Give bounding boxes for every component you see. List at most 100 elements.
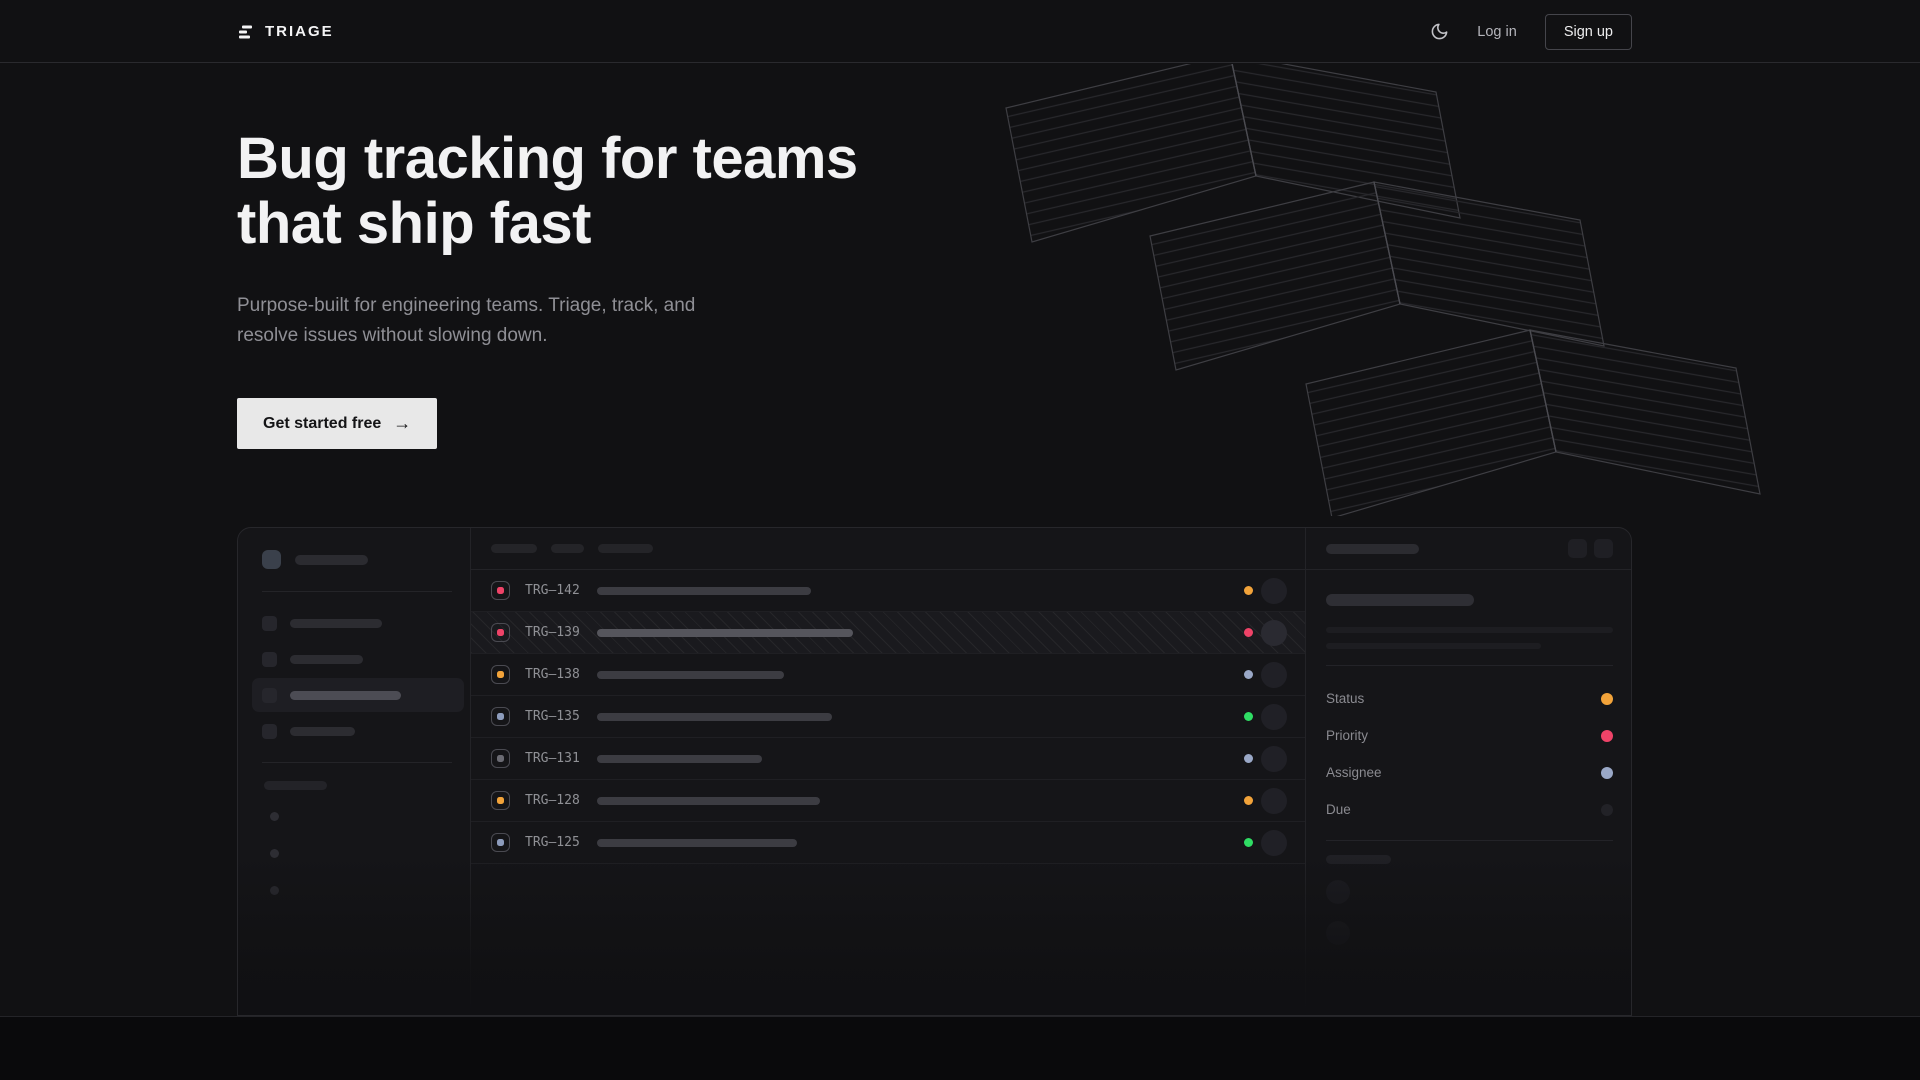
issue-type-dot bbox=[497, 629, 504, 636]
detail-divider bbox=[1326, 840, 1613, 841]
cta-button[interactable]: Get started free → bbox=[237, 398, 438, 449]
issue-row: TRG–139 bbox=[471, 612, 1305, 654]
detail-field-row: Due bbox=[1326, 791, 1613, 828]
sidebar-item-skeleton bbox=[252, 714, 464, 748]
assignee-avatar-skeleton bbox=[1261, 787, 1287, 814]
sidebar-nav-list bbox=[252, 606, 464, 748]
issue-title-skeleton bbox=[597, 628, 853, 637]
top-nav-inner: TRIAGE Log in Sign up bbox=[237, 0, 1632, 63]
nav-right: Log in Sign up bbox=[1430, 13, 1632, 50]
issue-type-icon bbox=[491, 665, 510, 684]
arrow-right-icon: → bbox=[393, 413, 412, 433]
status-dot bbox=[1244, 838, 1253, 847]
moon-icon bbox=[1431, 23, 1448, 40]
login-link[interactable]: Log in bbox=[1477, 23, 1517, 40]
issue-type-dot bbox=[497, 797, 504, 804]
sidebar-item-label-skeleton bbox=[290, 690, 401, 700]
issue-row: TRG–138 bbox=[471, 654, 1305, 696]
theme-toggle-button[interactable] bbox=[1430, 22, 1449, 41]
detail-field-list: Status Priority Assignee Due bbox=[1326, 680, 1613, 828]
detail-action-skeleton bbox=[1594, 539, 1613, 558]
issue-type-icon bbox=[491, 707, 510, 726]
cta-label: Get started free bbox=[263, 414, 382, 432]
detail-field-dot bbox=[1601, 766, 1613, 779]
sidebar-item-label-skeleton bbox=[290, 618, 382, 628]
status-dot bbox=[1244, 796, 1253, 805]
issue-id: TRG–128 bbox=[525, 793, 580, 808]
sidebar-divider bbox=[262, 762, 452, 763]
issue-type-icon bbox=[491, 791, 510, 810]
hero-title-line2: that ship fast bbox=[237, 191, 591, 256]
status-dot bbox=[1244, 754, 1253, 763]
issue-id: TRG–139 bbox=[525, 625, 580, 640]
top-nav: TRIAGE Log in Sign up bbox=[0, 0, 1920, 63]
toolbar-pill-skeleton bbox=[551, 544, 584, 553]
issue-id: TRG–131 bbox=[525, 751, 580, 766]
issue-type-icon bbox=[491, 749, 510, 768]
detail-field-label: Priority bbox=[1326, 728, 1369, 743]
mock-detail-panel: Status Priority Assignee Due bbox=[1306, 528, 1631, 1015]
toolbar-pill-skeleton bbox=[598, 544, 653, 553]
issue-id: TRG–142 bbox=[525, 583, 580, 598]
issue-row: TRG–135 bbox=[471, 696, 1305, 738]
status-dot bbox=[1244, 670, 1253, 679]
sidebar-divider bbox=[262, 591, 452, 592]
issue-type-dot bbox=[497, 671, 504, 678]
issue-list: TRG–142 TRG–139 TRG–138 TRG–135 bbox=[471, 570, 1305, 864]
sidebar-item-icon-skeleton bbox=[262, 723, 277, 739]
detail-field-dot bbox=[1601, 729, 1613, 742]
sidebar-item-skeleton bbox=[252, 606, 464, 640]
sidebar-item-label-skeleton bbox=[290, 726, 355, 736]
sidebar-item-skeleton bbox=[252, 678, 464, 712]
status-dot bbox=[1244, 628, 1253, 637]
workspace-name-skeleton bbox=[295, 554, 368, 565]
issue-row: TRG–131 bbox=[471, 738, 1305, 780]
comment-avatar-skeleton bbox=[1326, 921, 1350, 945]
detail-heading-skeleton bbox=[1326, 594, 1474, 606]
issue-type-dot bbox=[497, 755, 504, 762]
sidebar-item-icon-skeleton bbox=[262, 615, 277, 631]
decor-wireframe bbox=[990, 64, 1790, 516]
brand: TRIAGE bbox=[237, 23, 334, 40]
issue-type-dot bbox=[497, 713, 504, 720]
issue-row: TRG–125 bbox=[471, 822, 1305, 864]
hero-subtitle-line2: resolve issues without slowing down. bbox=[237, 325, 548, 346]
status-dot bbox=[1244, 586, 1253, 595]
detail-header bbox=[1306, 528, 1631, 570]
detail-field-dot bbox=[1601, 692, 1613, 705]
sidebar-dot-skeleton bbox=[270, 849, 279, 858]
detail-body: Status Priority Assignee Due bbox=[1306, 570, 1631, 945]
brand-logo-icon bbox=[239, 25, 252, 38]
assignee-avatar-skeleton bbox=[1261, 661, 1287, 688]
detail-field-label: Assignee bbox=[1326, 765, 1382, 780]
issue-title-skeleton bbox=[597, 586, 811, 595]
detail-field-row: Assignee bbox=[1326, 754, 1613, 791]
comment-avatar-list bbox=[1326, 880, 1613, 945]
issue-type-icon bbox=[491, 833, 510, 852]
issue-type-dot bbox=[497, 839, 504, 846]
issue-id: TRG–135 bbox=[525, 709, 580, 724]
assignee-avatar-skeleton bbox=[1261, 577, 1287, 604]
workspace-avatar-skeleton bbox=[262, 550, 281, 569]
detail-section-skeleton bbox=[1326, 855, 1391, 864]
detail-field-row: Priority bbox=[1326, 717, 1613, 754]
signup-button[interactable]: Sign up bbox=[1544, 13, 1632, 50]
issue-id: TRG–138 bbox=[525, 667, 580, 682]
assignee-avatar-skeleton bbox=[1261, 703, 1287, 730]
sidebar-dot-skeleton bbox=[270, 812, 279, 821]
app-preview-card: TRG–142 TRG–139 TRG–138 TRG–135 bbox=[237, 527, 1632, 1016]
assignee-avatar-skeleton bbox=[1261, 745, 1287, 772]
issue-id: TRG–125 bbox=[525, 835, 580, 850]
status-dot bbox=[1244, 712, 1253, 721]
mock-list-toolbar bbox=[471, 528, 1305, 570]
detail-field-label: Status bbox=[1326, 691, 1365, 706]
issue-title-skeleton bbox=[597, 838, 797, 847]
issue-type-icon bbox=[491, 623, 510, 642]
detail-field-dot bbox=[1601, 803, 1613, 816]
sidebar-dot-skeleton bbox=[270, 886, 279, 895]
issue-row: TRG–128 bbox=[471, 780, 1305, 822]
issue-type-icon bbox=[491, 581, 510, 600]
sidebar-item-icon-skeleton bbox=[262, 651, 277, 667]
hero-subtitle-line1: Purpose-built for engineering teams. Tri… bbox=[237, 295, 696, 316]
issue-title-skeleton bbox=[597, 670, 784, 679]
